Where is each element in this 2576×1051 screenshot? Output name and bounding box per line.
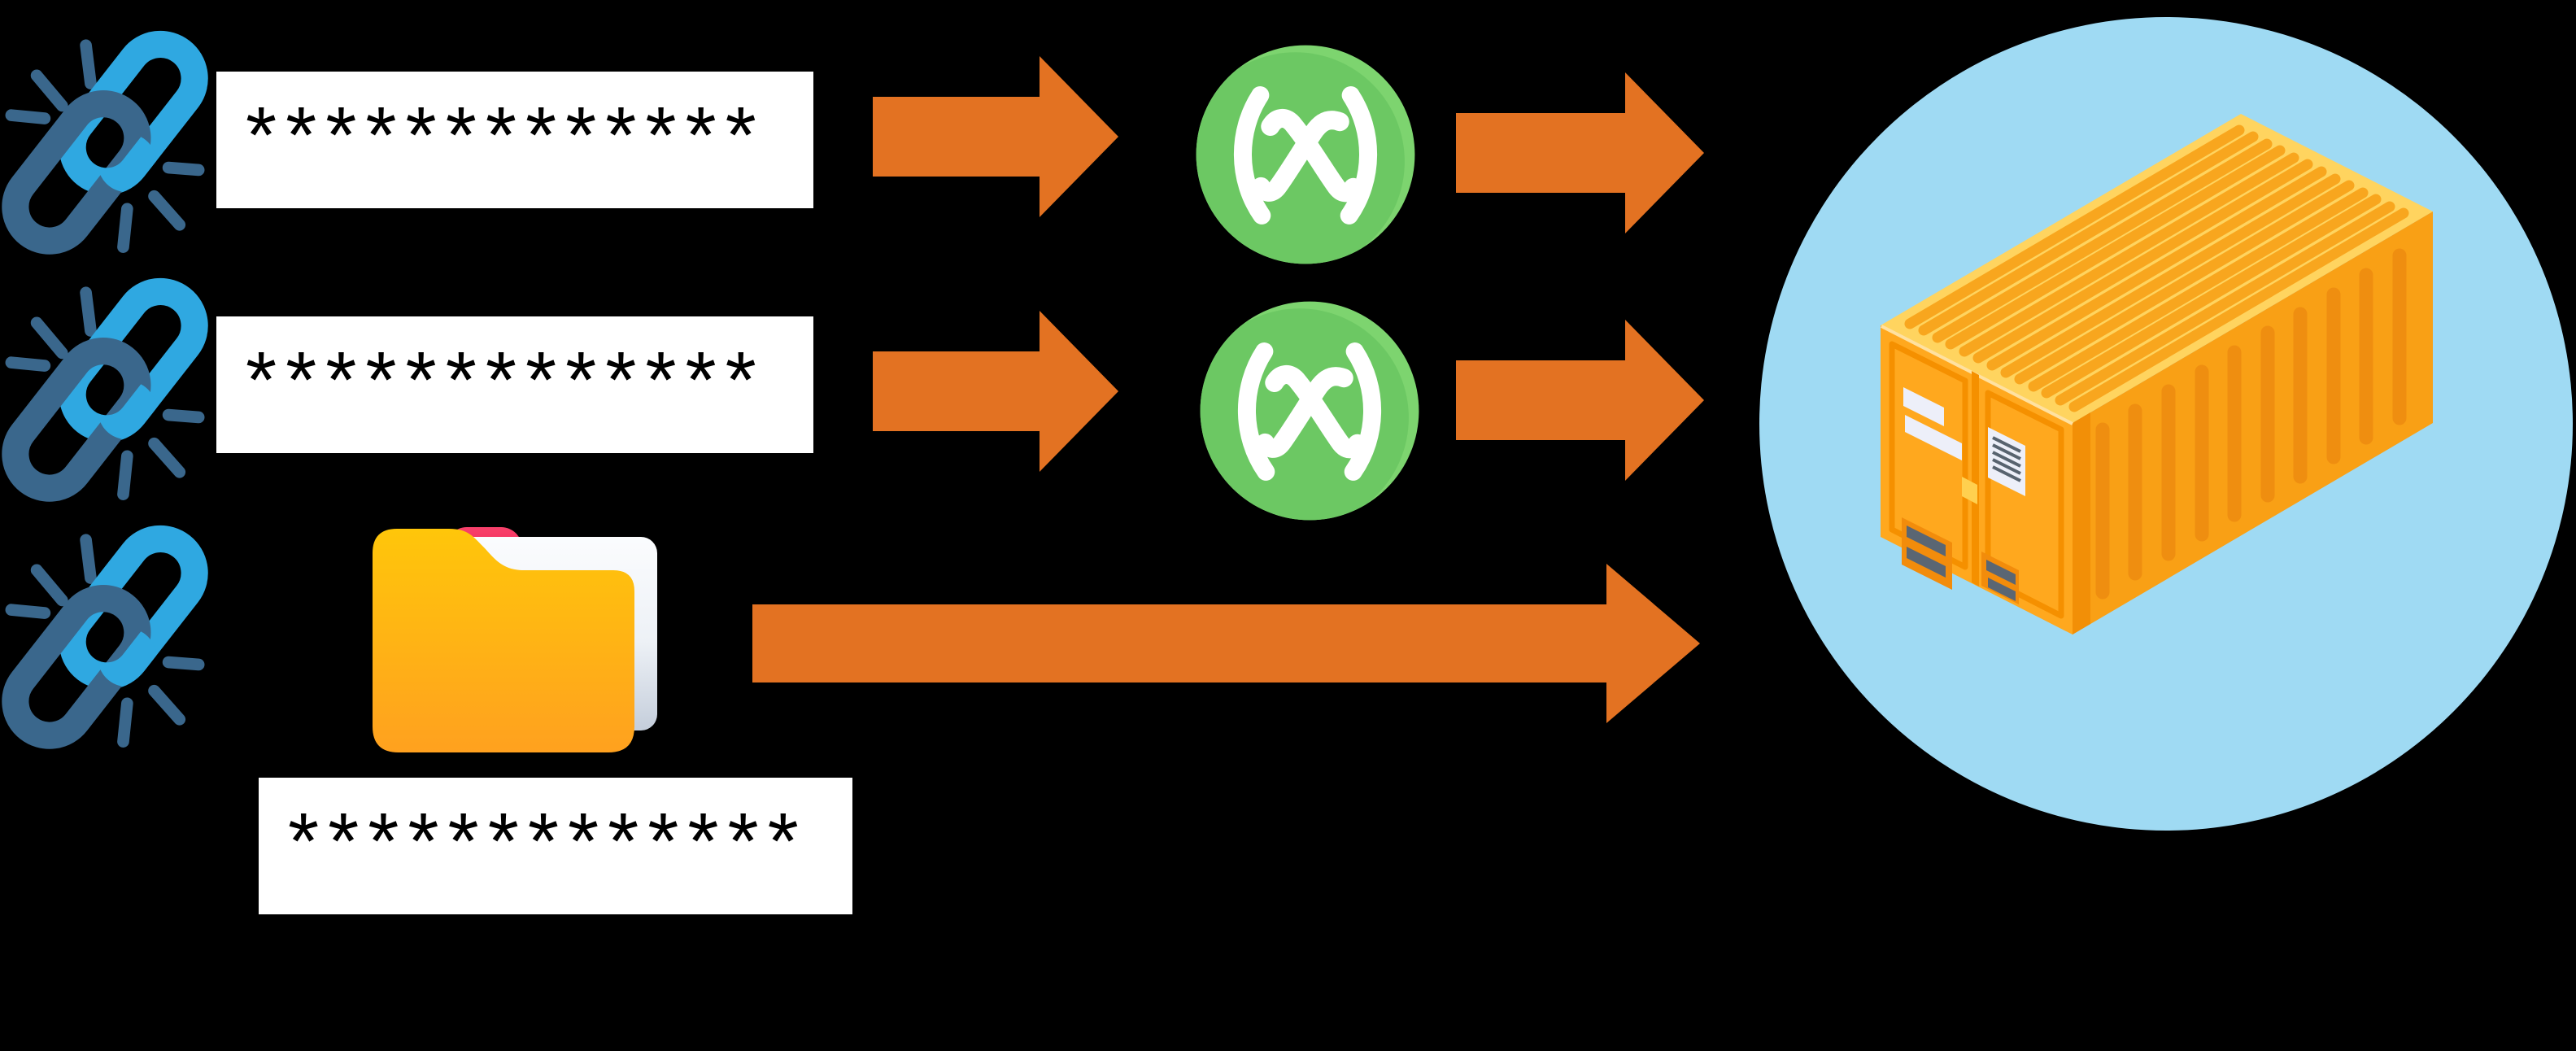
password-masked-value: ************* xyxy=(246,90,765,180)
folder-icon xyxy=(373,527,657,752)
flow-arrow-icon xyxy=(873,311,1118,472)
function-x-icon xyxy=(1190,302,1419,527)
password-field[interactable]: ************* xyxy=(259,778,852,914)
container-door-divider xyxy=(1972,371,1979,587)
container-lock xyxy=(1962,477,1977,504)
shipping-container-icon xyxy=(1881,114,2433,635)
password-masked-value: ************* xyxy=(246,335,765,425)
flow-arrow-icon xyxy=(752,564,1700,723)
broken-link-icon xyxy=(2,31,208,255)
container-left-door xyxy=(1889,341,1968,570)
container-label-stickers xyxy=(1903,387,2025,496)
container-side-slats xyxy=(2095,248,2407,600)
broken-link-icon xyxy=(2,278,208,503)
function-x-icon xyxy=(1186,46,1414,271)
flow-arrow-icon xyxy=(1456,72,1704,233)
password-field[interactable]: ************* xyxy=(216,316,813,453)
broken-link-icon xyxy=(2,526,208,750)
flow-arrow-icon xyxy=(873,56,1118,217)
flow-arrow-icon xyxy=(1456,320,1704,481)
container-top-ridges xyxy=(1904,124,2409,412)
folder-front xyxy=(373,529,634,752)
container-vents xyxy=(1902,517,2019,604)
password-masked-value: ************* xyxy=(288,796,808,886)
password-field[interactable]: ************* xyxy=(216,72,813,208)
container-right-door xyxy=(1985,390,2064,619)
